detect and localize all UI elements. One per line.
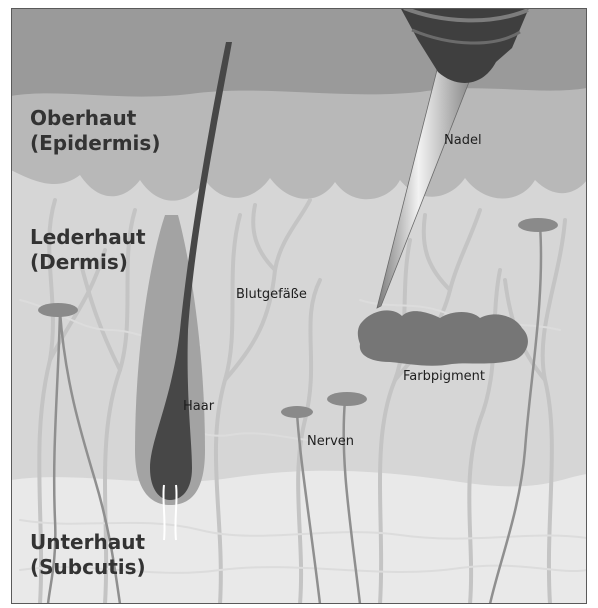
nerve-ending-right [518,218,558,232]
epidermis-title-line1: Oberhaut [30,106,160,131]
subcutis-title: Unterhaut (Subcutis) [30,530,146,580]
subcutis-title-line2: (Subcutis) [30,555,146,580]
blood-vessels-label: Blutgefäße [236,287,307,302]
pigment-cluster [358,310,528,365]
nerve-ending-left [38,303,78,317]
dermis-title-line2: (Dermis) [30,250,146,275]
epidermis-title: Oberhaut (Epidermis) [30,106,160,156]
needle-label: Nadel [444,133,482,148]
dermis-title: Lederhaut (Dermis) [30,225,146,275]
hair-label: Haar [183,399,214,414]
nerves-label: Nerven [307,434,354,449]
pigment-label: Farbpigment [403,369,485,384]
dermis-title-line1: Lederhaut [30,225,146,250]
nerve-ending-center-a [281,406,313,418]
epidermis-title-line2: (Epidermis) [30,131,160,156]
subcutis-title-line1: Unterhaut [30,530,146,555]
nerve-ending-center-b [327,392,367,406]
